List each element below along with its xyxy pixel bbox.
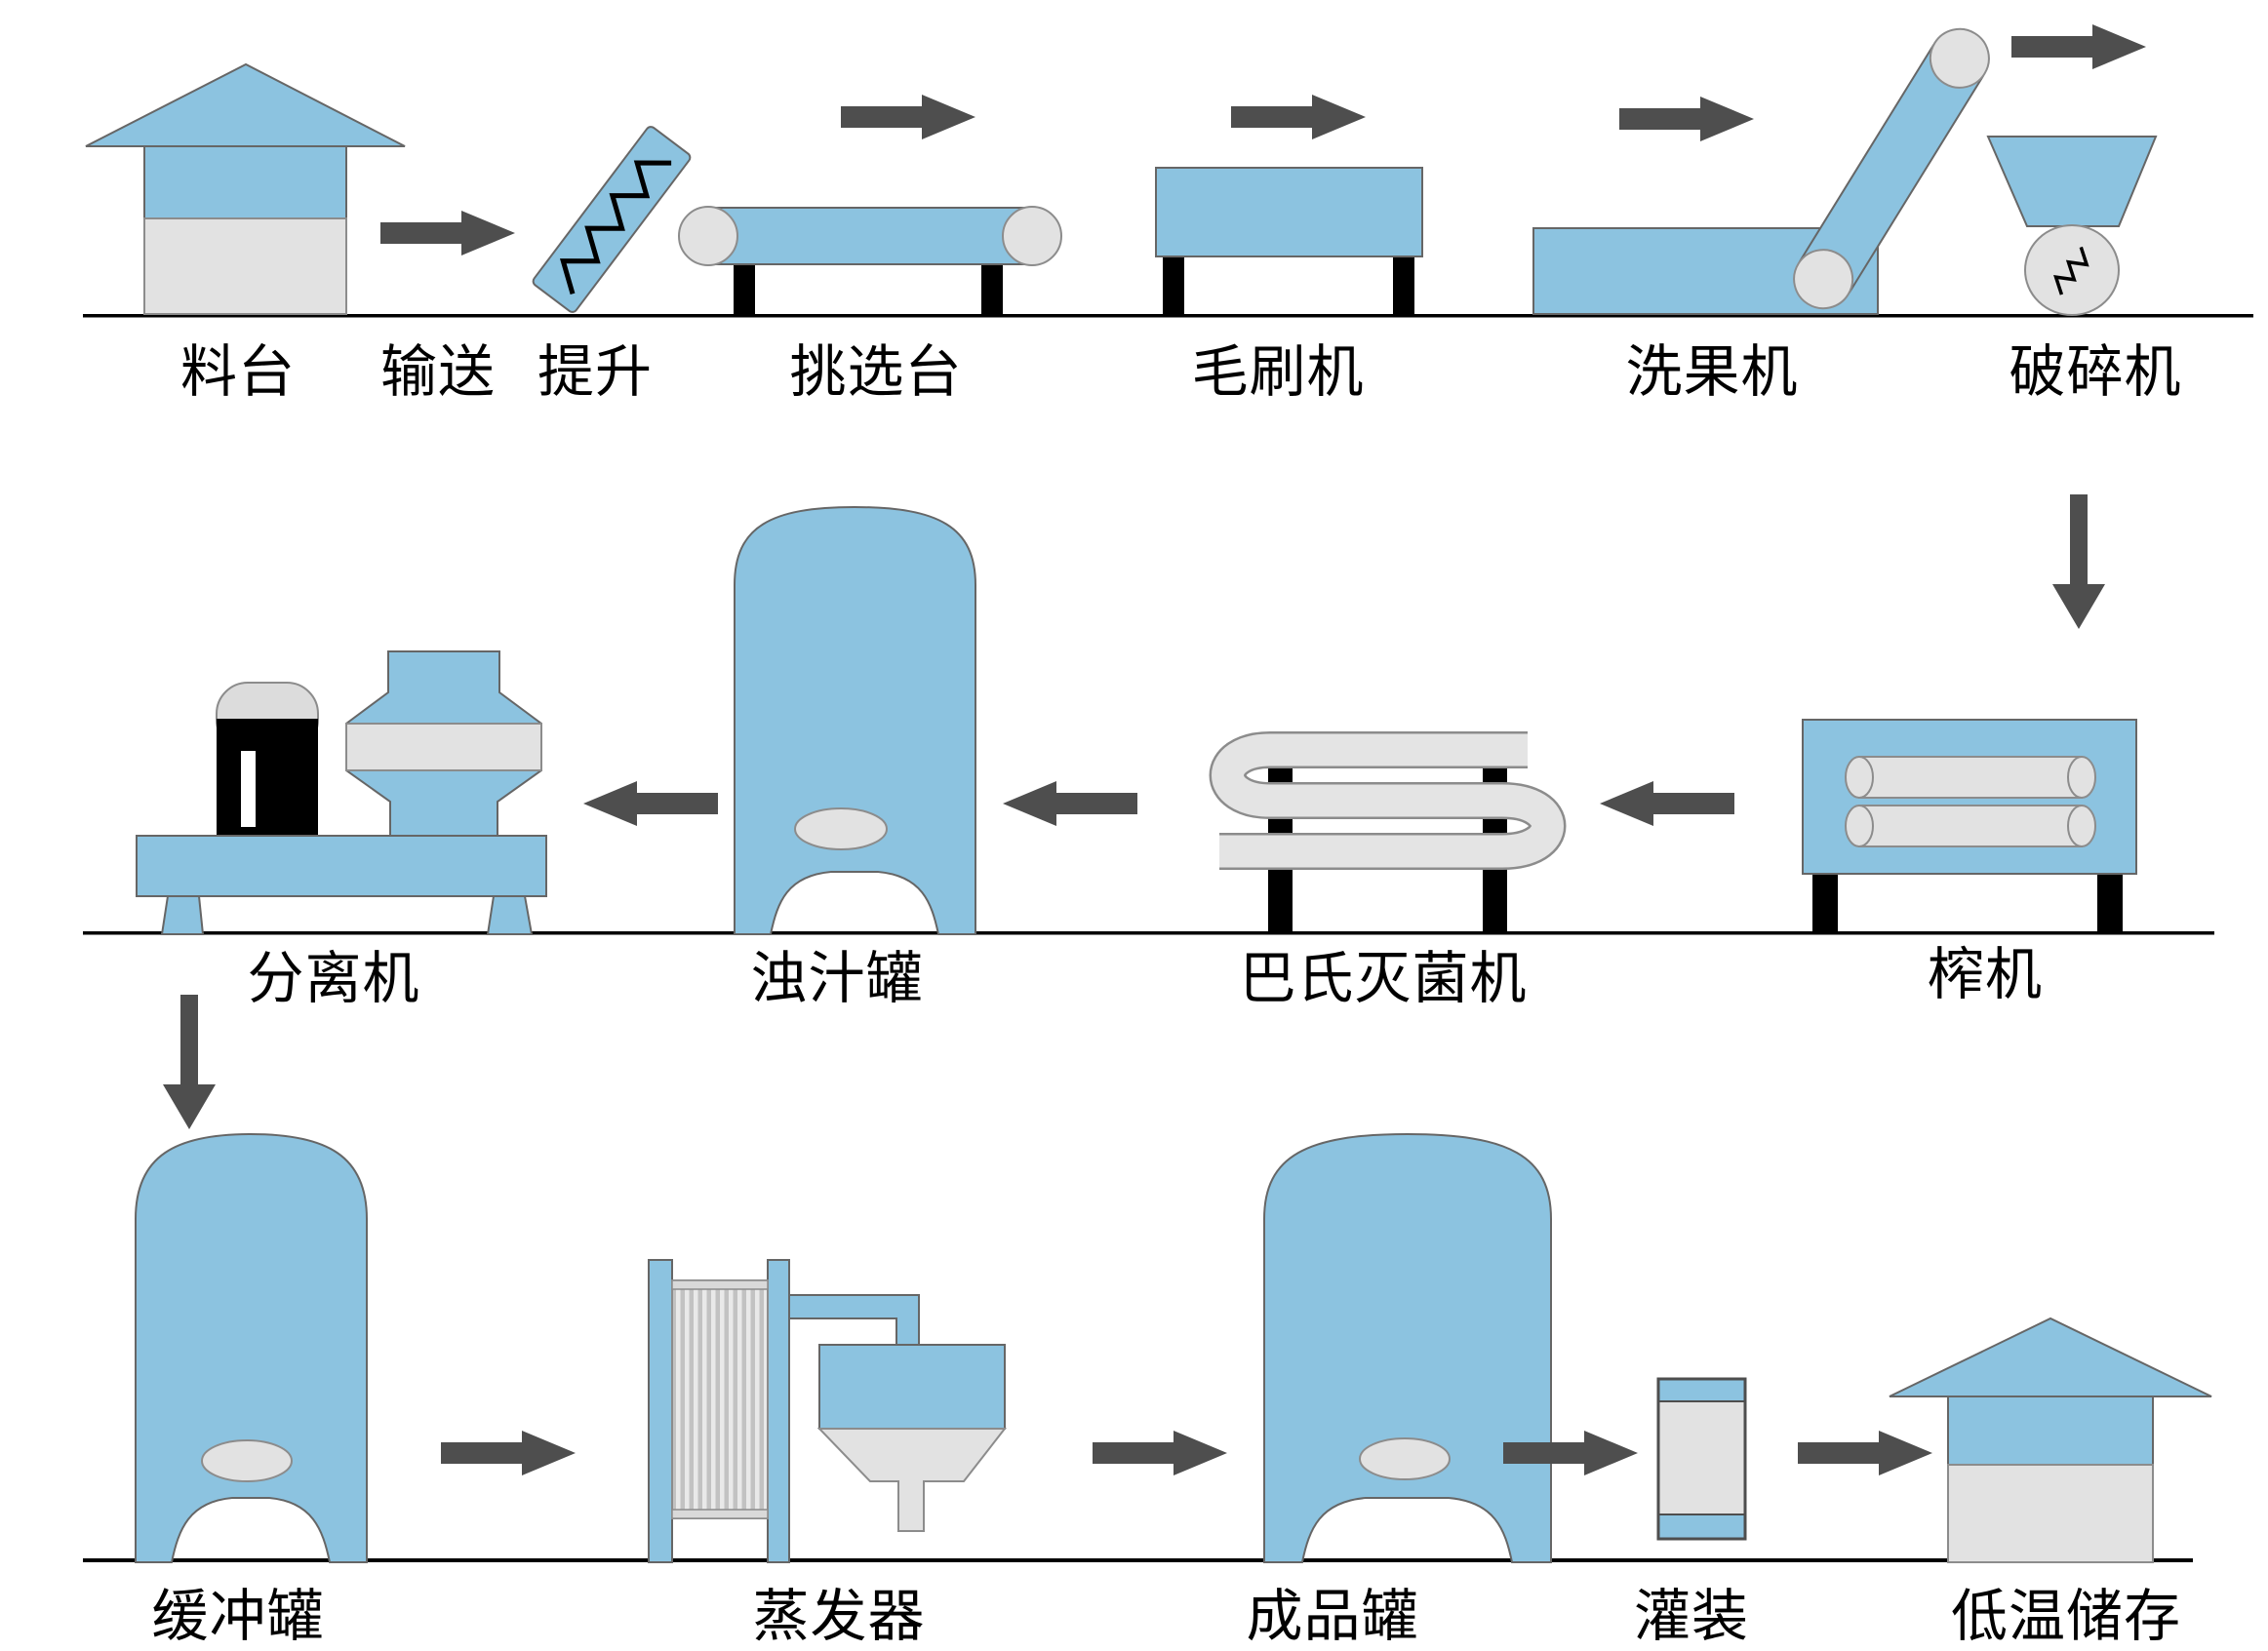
cloudy-juice-tank-icon — [734, 505, 976, 935]
arrow-to-crusher — [2011, 24, 2146, 69]
label-pasteurizer: 巴氏灭菌机 — [1239, 945, 1528, 1011]
label-press: 榨机 — [1927, 941, 2044, 1007]
label-feed-platform: 料台 — [179, 338, 297, 405]
label-cold-storage: 低温储存 — [1950, 1583, 2182, 1649]
elevator-icon — [532, 126, 692, 313]
arrow-to-separator — [583, 781, 718, 826]
product-tank-icon — [1263, 1132, 1552, 1563]
sorting-table-icon — [678, 206, 1062, 315]
label-sorting-table: 挑选台 — [789, 338, 963, 405]
arrow-down-to-buffer-tank — [163, 995, 216, 1129]
arrow-to-washer — [1231, 95, 1366, 139]
ground-line-row1 — [83, 314, 2253, 318]
crusher-icon — [1986, 136, 2158, 316]
arrow-to-product-tank — [1093, 1431, 1227, 1475]
brush-machine-icon — [1155, 167, 1423, 315]
buffer-tank-icon — [135, 1132, 368, 1563]
arrow-to-cold-storage — [1798, 1431, 1932, 1475]
arrow-conveying — [380, 211, 515, 256]
arrow-down-to-press — [2052, 494, 2105, 629]
arrow-to-juice-tank — [1003, 781, 1137, 826]
arrow-to-brush-machine — [841, 95, 975, 139]
label-juice-tank: 浊汁罐 — [750, 945, 924, 1011]
cold-storage-icon — [1889, 1317, 2212, 1563]
label-fruit-washer: 洗果机 — [1625, 338, 1799, 405]
label-brush-machine: 毛刷机 — [1191, 338, 1365, 405]
label-evaporator: 蒸发器 — [752, 1583, 926, 1649]
label-filling: 灌装 — [1633, 1583, 1750, 1649]
label-conveying: 输送 — [379, 338, 497, 405]
arrow-to-pasteurizer — [1600, 781, 1734, 826]
label-crusher: 破碎机 — [2009, 338, 2182, 405]
evaporator-icon — [648, 1259, 1008, 1563]
feed-platform-icon — [85, 62, 406, 315]
filling-icon — [1656, 1377, 1747, 1541]
label-elevator: 提升 — [537, 338, 654, 405]
arrow-to-evaporator — [441, 1431, 576, 1475]
ground-line-row2 — [83, 931, 2214, 935]
label-separator: 分离机 — [247, 945, 420, 1011]
fruit-washer-icon — [1532, 27, 1990, 315]
press-icon — [1802, 719, 2137, 934]
ground-line-row3 — [83, 1558, 2193, 1562]
arrow-washer-in — [1619, 97, 1754, 141]
label-buffer-tank: 缓冲罐 — [151, 1583, 325, 1649]
separator-icon — [136, 650, 547, 935]
pasteurizer-icon — [1209, 731, 1567, 934]
label-product-tank: 成品罐 — [1246, 1583, 1419, 1649]
